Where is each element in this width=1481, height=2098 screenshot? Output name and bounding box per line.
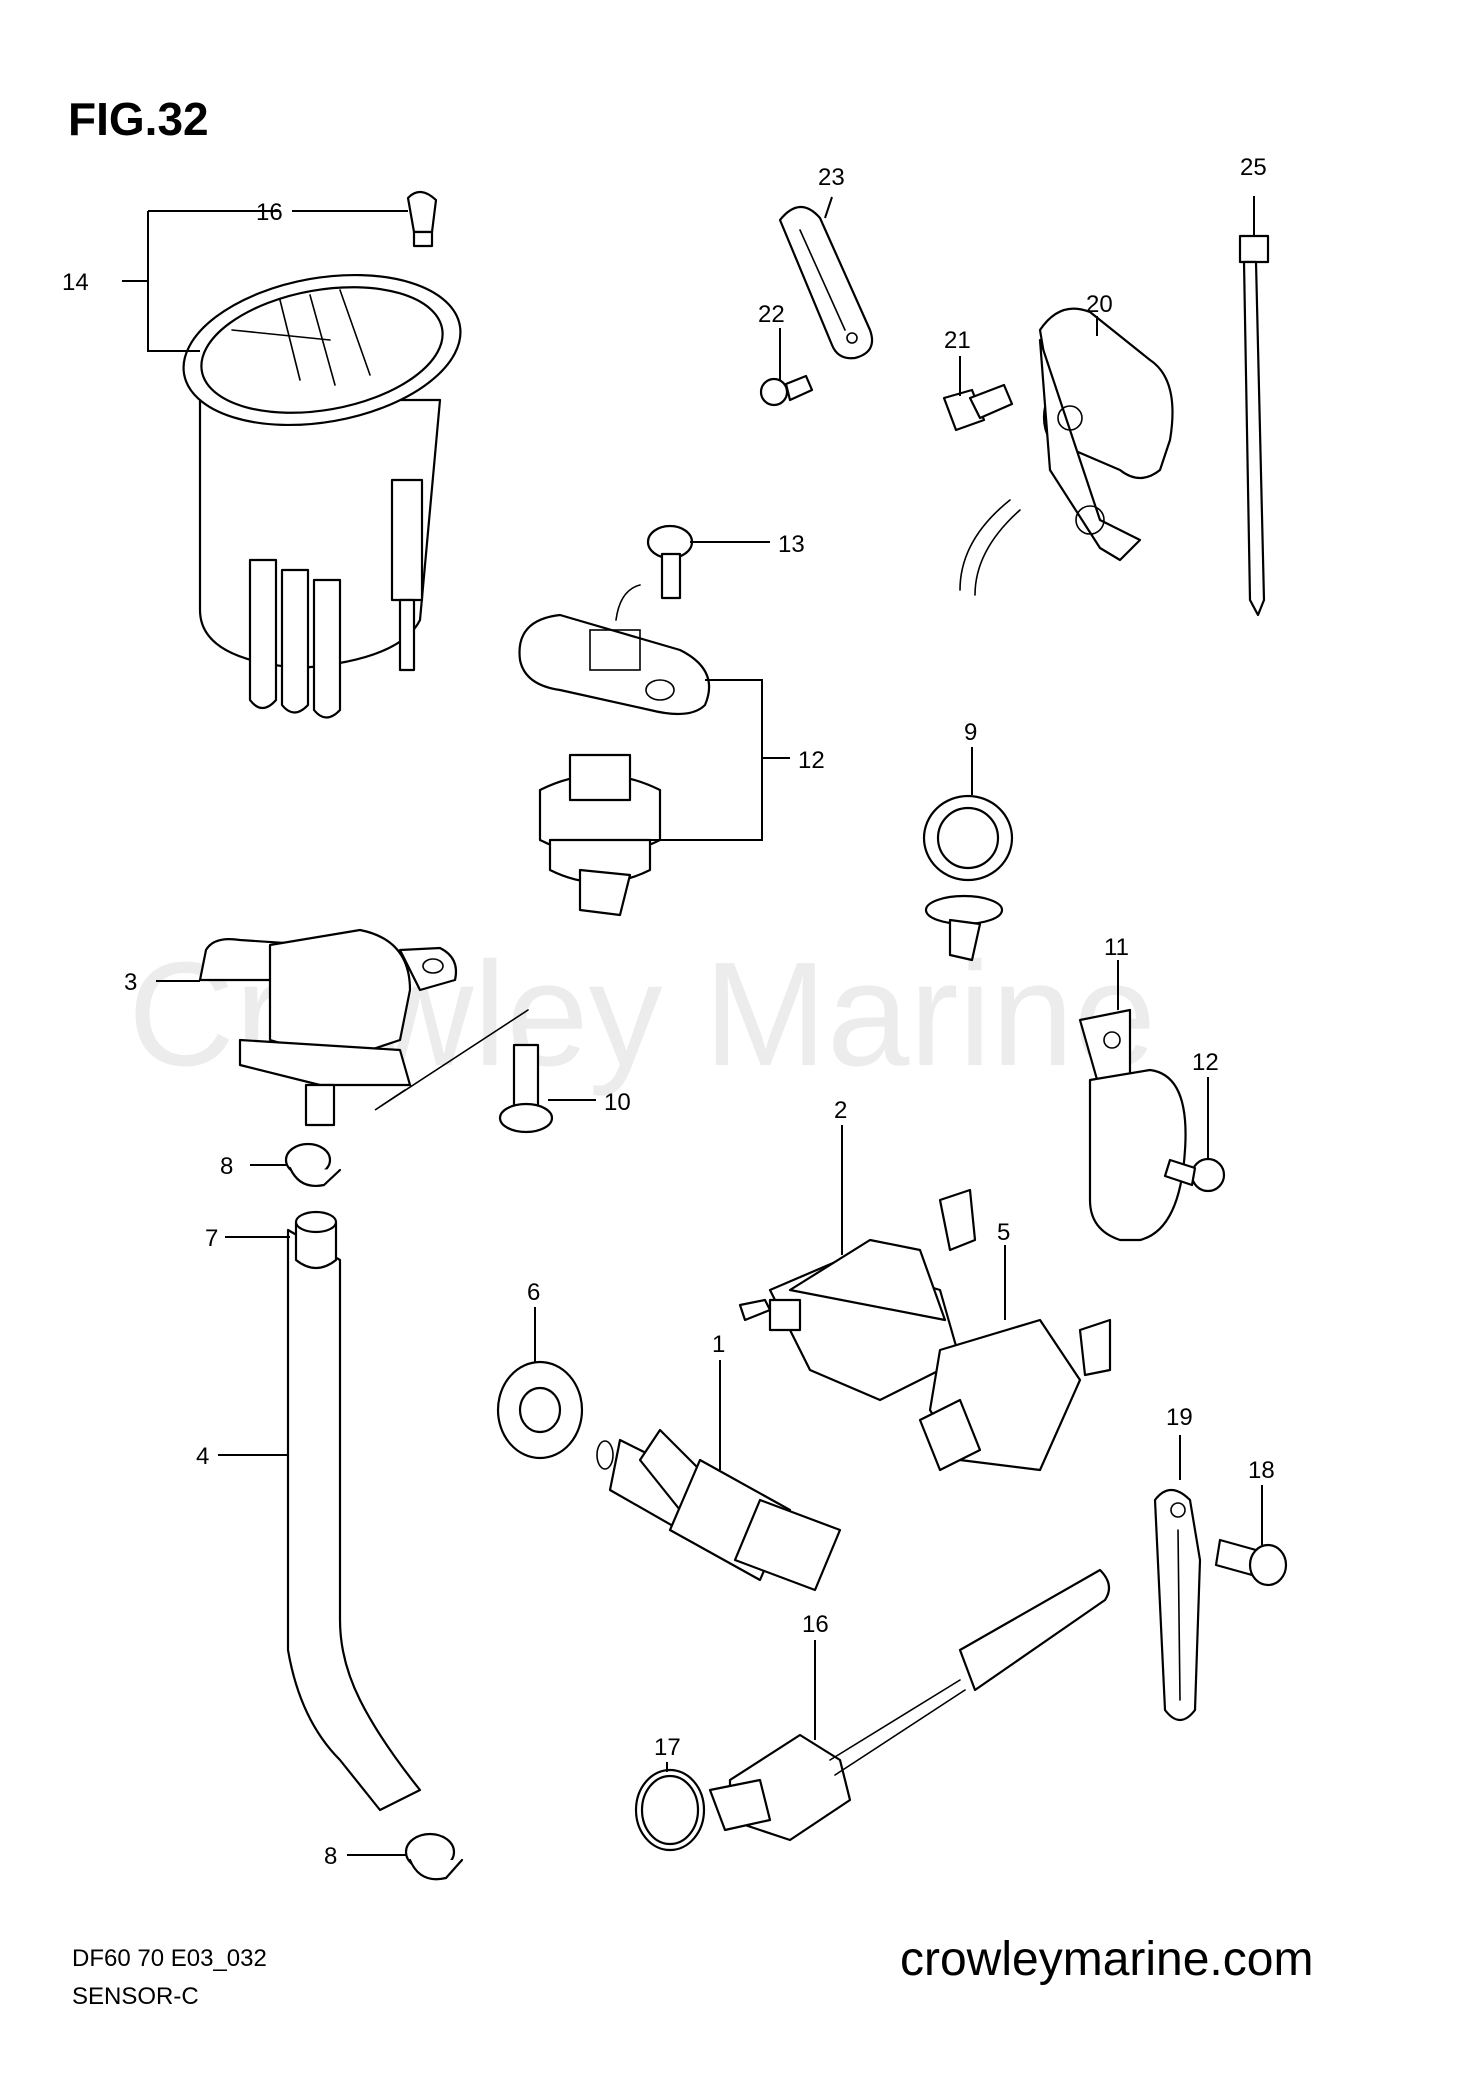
- bolt-part-19[interactable]: [1214, 1538, 1288, 1587]
- callout-4: 4: [196, 1443, 209, 1470]
- callout-9: 9: [964, 719, 977, 746]
- leader-lines: [122, 196, 1263, 1856]
- callout-5: 5: [997, 1219, 1010, 1246]
- callout-18: 17: [654, 1734, 681, 1761]
- strap-part-24[interactable]: [778, 205, 874, 360]
- strap-part-20[interactable]: [1153, 1488, 1202, 1722]
- callout-15: 14: [62, 269, 89, 296]
- callout-22: 21: [944, 327, 971, 354]
- callout-1: 1: [712, 1331, 725, 1358]
- callout-7: 7: [205, 1225, 218, 1252]
- clamp-part-11[interactable]: [1078, 1008, 1187, 1242]
- callout-21: 20: [1086, 291, 1113, 318]
- o-ring-part-18[interactable]: [634, 1768, 706, 1852]
- map-sensor-part-3[interactable]: [198, 928, 529, 1127]
- bolt-part-22[interactable]: [942, 383, 1014, 432]
- callout-19: 18: [1248, 1457, 1275, 1484]
- washer-part-6[interactable]: [496, 1360, 584, 1460]
- clamp-part-8-top[interactable]: [284, 1142, 342, 1187]
- clamp-part-8-bottom[interactable]: [404, 1832, 464, 1881]
- screw-part-23[interactable]: [759, 374, 814, 407]
- callout-14: 13: [778, 531, 805, 558]
- callout-23: 22: [758, 301, 785, 328]
- bolt-part-10[interactable]: [498, 1043, 554, 1134]
- speed-sensor-part-13[interactable]: [518, 584, 711, 917]
- callout-3: 3: [124, 969, 137, 996]
- callout-8-top: 8: [220, 1153, 233, 1180]
- gauge-part-15[interactable]: [172, 190, 473, 719]
- callout-10: 10: [604, 1089, 631, 1116]
- figure-name: SENSOR-C: [72, 1983, 199, 2010]
- callout-labels: 16 14 23 25 22 21 20 13 12 9 3 11 12 10 …: [62, 154, 1275, 1870]
- callout-17: 16: [802, 1611, 829, 1638]
- callout-6: 6: [527, 1279, 540, 1306]
- figure-title: FIG.32: [68, 93, 209, 145]
- callout-12: 12: [1192, 1049, 1219, 1076]
- figure-code: DF60 70 E03_032: [72, 1945, 267, 1972]
- clip-part-9[interactable]: [922, 794, 1014, 962]
- website-link[interactable]: crowleymarine.com: [900, 1933, 1314, 1986]
- pressure-switch-part-5[interactable]: [918, 1318, 1112, 1472]
- trim-sensor-part-21[interactable]: [959, 307, 1174, 596]
- sensor-part-17[interactable]: [708, 1568, 1111, 1842]
- callout-13: 12: [798, 747, 825, 774]
- callout-25: 25: [1240, 154, 1267, 181]
- callout-20: 19: [1166, 1404, 1193, 1431]
- hose-part-4[interactable]: [286, 1210, 422, 1812]
- callout-2: 2: [834, 1097, 847, 1124]
- callout-24: 23: [818, 164, 845, 191]
- callout-8-bottom: 8: [324, 1843, 337, 1870]
- callout-16: 16: [256, 199, 283, 226]
- cable-tie-part-25[interactable]: [1238, 234, 1270, 617]
- callout-11: 11: [1104, 934, 1129, 961]
- temp-sensor-part-1[interactable]: [596, 1428, 842, 1592]
- pressure-switch-part-2[interactable]: [738, 1188, 977, 1402]
- screw-part-14[interactable]: [646, 524, 694, 600]
